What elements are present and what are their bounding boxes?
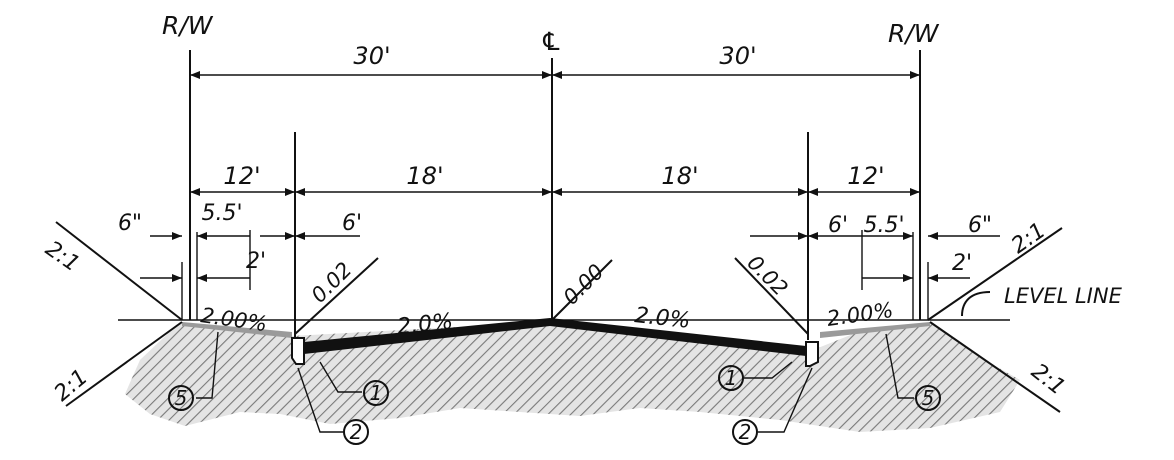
dim-6ft-left: 6' <box>342 211 362 236</box>
rw-label-right: R/W <box>888 19 940 48</box>
slope-2-1-upper-right: 2:1 <box>1007 218 1050 259</box>
dim-6in-right: 6" <box>968 213 992 238</box>
dim-6in-left: 6" <box>118 211 142 236</box>
slope-lines <box>55 221 1063 413</box>
dim-2ft-right: 2' <box>952 251 972 276</box>
callout-1-right: 1 <box>725 366 738 390</box>
dim-18-right: 18' <box>661 162 698 190</box>
dim-55-right: 5.5' <box>863 213 904 238</box>
dim-6ft-right: 6' <box>828 213 848 238</box>
callout-1-left: 1 <box>370 381 383 405</box>
callout-2-left: 2 <box>350 420 363 444</box>
dim-12-right: 12' <box>847 162 884 190</box>
dim-55-left: 5.5' <box>201 201 242 226</box>
slope-2-1-upper-left: 2:1 <box>41 236 84 277</box>
dim-2ft-left: 2' <box>246 249 266 274</box>
crown-grade-right: 2.0% <box>633 303 691 334</box>
level-line-label: LEVEL LINE <box>1004 284 1123 308</box>
dimension-lines <box>140 71 1000 282</box>
callouts: 1 2 5 1 2 5 <box>168 365 941 445</box>
callout-5-left: 5 <box>175 386 188 410</box>
centerline-label: ℄ <box>540 27 562 56</box>
dim-12-left: 12' <box>223 162 260 190</box>
dim-30-right: 30' <box>719 42 756 70</box>
shoulder-left <box>182 322 292 338</box>
callout-5-right: 5 <box>922 386 935 410</box>
dim-30-left: 30' <box>353 42 390 70</box>
dim-18-left: 18' <box>406 162 443 190</box>
grade-2-00-right: 2.00% <box>825 298 894 331</box>
rw-label-left: R/W <box>162 11 214 40</box>
shoulder-right <box>820 322 930 338</box>
slope-2-1-lower-left: 2:1 <box>50 365 93 407</box>
curb-left <box>291 337 305 365</box>
grade-0-00-center: 0.00 <box>559 259 609 309</box>
callout-2-right: 2 <box>739 420 752 444</box>
curb-right <box>805 341 819 367</box>
crown-grade-left: 2.0% <box>396 309 454 340</box>
leader-lines <box>196 331 914 433</box>
pavement <box>304 318 806 356</box>
soil-hatch <box>125 322 1020 432</box>
